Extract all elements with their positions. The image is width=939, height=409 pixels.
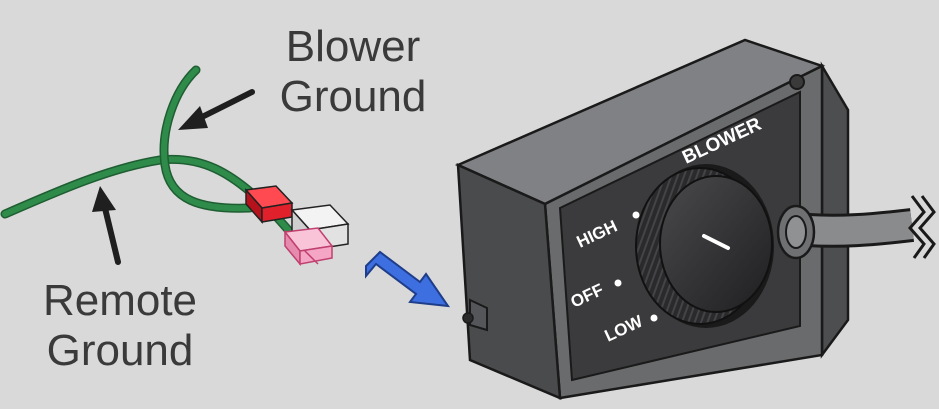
- blower-ground-callout: Blower Ground: [258, 22, 448, 122]
- blower-ground-arrow: [178, 89, 255, 130]
- red-connector: [244, 185, 294, 224]
- knob-indicator: [702, 234, 730, 250]
- blower-ground-line1: Blower: [285, 22, 421, 71]
- remote-ground-arrow: [92, 186, 121, 265]
- blower-knob: [635, 164, 774, 328]
- remote-ground-callout: Remote Ground: [22, 276, 218, 376]
- blower-ground-line2: Ground: [279, 72, 427, 121]
- direction-arrow: [365, 250, 451, 308]
- switch-cable: [776, 195, 936, 260]
- pink-connector: [283, 227, 334, 267]
- remote-ground-line1: Remote: [42, 276, 198, 325]
- remote-ground-line2: Ground: [46, 326, 194, 375]
